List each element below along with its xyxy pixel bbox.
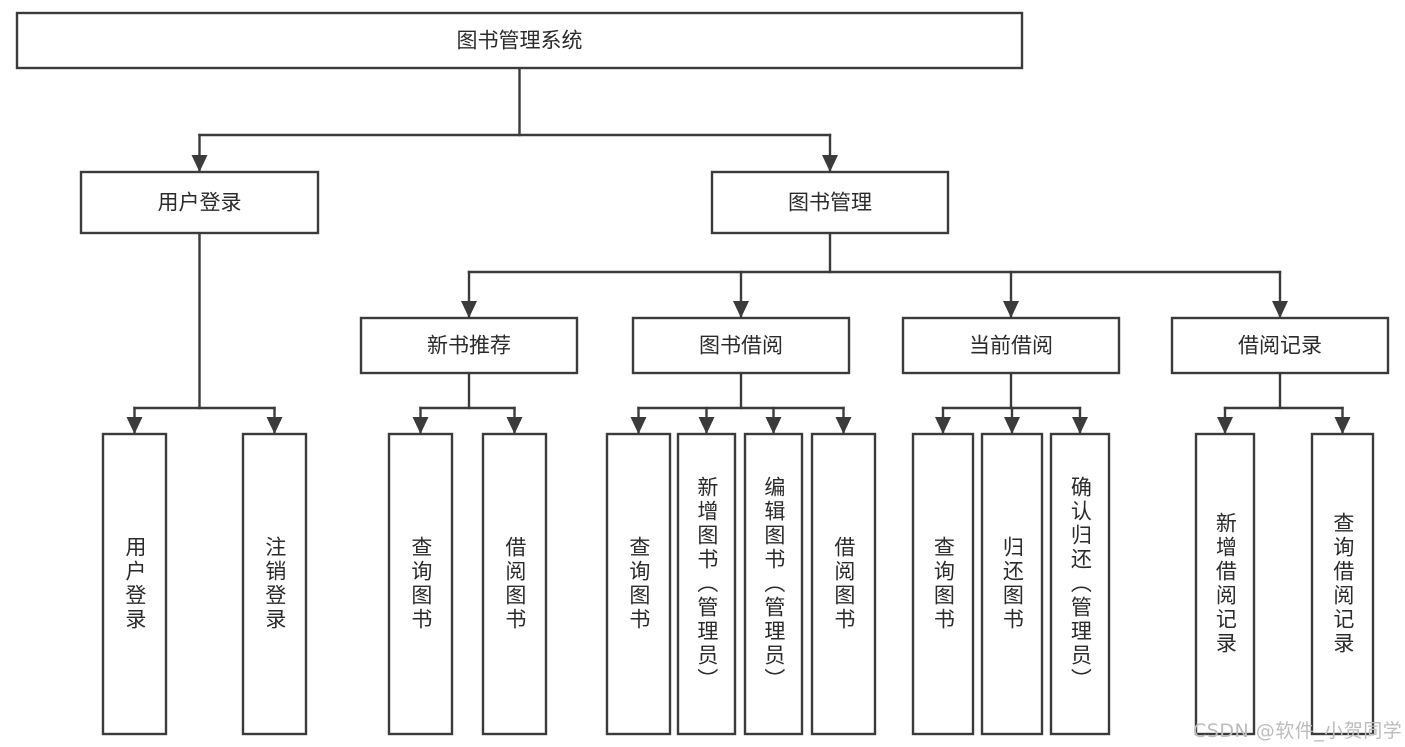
node-label-current: 当前借阅 xyxy=(969,334,1053,358)
arrow-head-icon-leaf-re-add xyxy=(1217,417,1233,434)
node-layer xyxy=(15,11,1390,736)
arrow-head-icon-leaf-bo-query xyxy=(630,417,647,434)
arrow-head-icon-leaf-nb-borrow xyxy=(506,417,523,434)
node-box-leaf-cu-confirm[interactable] xyxy=(1049,432,1111,736)
node-box-newbook[interactable] xyxy=(359,316,579,375)
node-box-bookmgmt[interactable] xyxy=(710,170,950,235)
arrow-head-icon-leaf-cu-confirm xyxy=(1072,417,1088,434)
node-label-login: 用户登录 xyxy=(158,191,242,215)
node-box-root[interactable] xyxy=(15,11,1024,70)
arrow-head-icon-leaf-user-login xyxy=(126,417,143,434)
node-label-records: 借阅记录 xyxy=(1238,334,1322,358)
node-box-leaf-bo-edit[interactable] xyxy=(743,432,804,736)
arrow-head-icon-leaf-nb-query xyxy=(412,417,429,434)
arrow-head-icon-leaf-logout xyxy=(266,417,283,434)
arrow-head-icon-records xyxy=(1272,301,1288,318)
arrow-head-icon-leaf-cu-query xyxy=(935,417,951,434)
node-box-leaf-cu-return[interactable] xyxy=(980,432,1044,736)
node-label-root: 图书管理系统 xyxy=(457,29,583,53)
arrow-head-icon-current xyxy=(1003,301,1019,318)
arrow-head-icon-newbook xyxy=(461,301,477,318)
node-box-leaf-bo-lend[interactable] xyxy=(810,432,877,736)
node-box-login[interactable] xyxy=(79,170,320,235)
arrow-head-icon-login xyxy=(191,155,208,172)
node-box-leaf-nb-borrow[interactable] xyxy=(481,432,548,736)
arrow-head-icon-bookmgmt xyxy=(822,155,838,172)
node-box-leaf-re-add[interactable] xyxy=(1194,432,1256,736)
node-box-leaf-logout[interactable] xyxy=(241,432,308,736)
arrow-head-icon-leaf-bo-edit xyxy=(765,417,782,434)
node-box-leaf-bo-query[interactable] xyxy=(605,432,672,736)
arrow-head-icon-leaf-bo-add xyxy=(698,417,715,434)
node-label-bookmgmt: 图书管理 xyxy=(788,191,872,215)
node-box-borrow[interactable] xyxy=(631,316,851,375)
node-box-leaf-cu-query[interactable] xyxy=(911,432,975,736)
connector-layer xyxy=(126,66,1351,435)
arrow-head-icon-borrow xyxy=(733,301,749,318)
node-box-leaf-bo-add[interactable] xyxy=(676,432,737,736)
node-label-newbook: 新书推荐 xyxy=(427,334,511,358)
node-box-current[interactable] xyxy=(901,316,1121,375)
node-box-records[interactable] xyxy=(1170,316,1390,375)
arrow-head-icon-leaf-re-query xyxy=(1334,417,1351,434)
node-label-borrow: 图书借阅 xyxy=(699,334,783,358)
arrow-head-icon-leaf-cu-return xyxy=(1004,417,1020,434)
node-box-leaf-nb-query[interactable] xyxy=(387,432,454,736)
node-box-leaf-user-login[interactable] xyxy=(101,432,168,736)
arrow-head-icon-leaf-bo-lend xyxy=(835,417,852,434)
node-box-leaf-re-query[interactable] xyxy=(1310,432,1375,736)
watermark-label: CSDN @软件_小贺同学 xyxy=(1193,720,1403,742)
